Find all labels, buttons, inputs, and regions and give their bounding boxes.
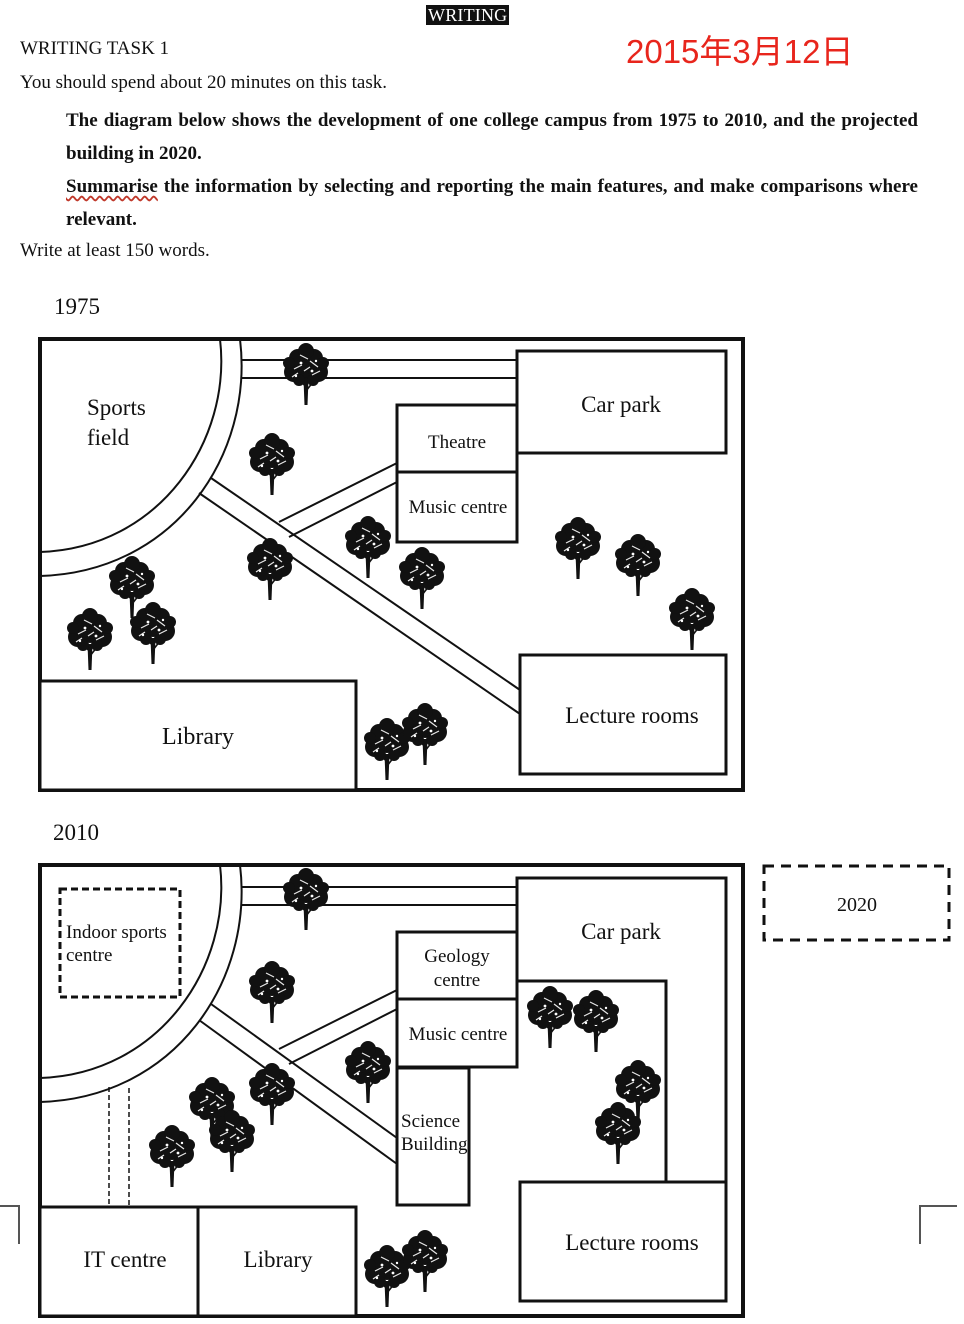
geology-centre-2010 bbox=[395, 930, 519, 1001]
theatre-label-1975: Theatre bbox=[428, 432, 486, 453]
car-park-label-2010: Car park bbox=[581, 919, 661, 944]
word-count-instruction: Write at least 150 words. bbox=[20, 240, 210, 261]
lecture-rooms-label-1975: Lecture rooms bbox=[565, 703, 699, 728]
page-corner-mark-right bbox=[919, 1205, 957, 1244]
theatre-1975 bbox=[395, 403, 519, 474]
campus-map-2010: Indoor sports centre Car park Geology ce… bbox=[38, 863, 745, 1318]
lecture-rooms-1975 bbox=[518, 653, 728, 776]
prompt-rest: the information by selecting and reporti… bbox=[66, 176, 918, 230]
it-centre-label-2010: IT centre bbox=[83, 1247, 166, 1272]
year-label-2010: 2010 bbox=[53, 820, 99, 845]
year-label-2020: 2020 bbox=[837, 894, 877, 916]
roads-2010 bbox=[198, 989, 398, 1165]
sports-field-label-2: field bbox=[87, 425, 130, 450]
car-park-label-1975: Car park bbox=[581, 392, 661, 417]
projection-2020-box bbox=[762, 864, 951, 942]
indoor-sports-centre-2010 bbox=[58, 887, 182, 999]
music-centre-2010 bbox=[395, 997, 519, 1069]
library-label-1975: Library bbox=[162, 724, 234, 750]
year-label-1975: 1975 bbox=[54, 294, 100, 319]
music-centre-label-2010: Music centre bbox=[409, 1024, 508, 1045]
exam-date: 2015年3月12日 bbox=[626, 33, 854, 70]
lecture-rooms-2010 bbox=[518, 1180, 728, 1303]
task-prompt: The diagram below shows the development … bbox=[66, 104, 918, 236]
roads-1975 bbox=[198, 462, 521, 715]
time-instruction: You should spend about 20 minutes on thi… bbox=[20, 72, 388, 93]
campus-boundary-2010 bbox=[38, 863, 745, 1318]
science-label-2: Building bbox=[401, 1134, 468, 1155]
page-corner-mark-left bbox=[0, 1205, 20, 1244]
library-1975 bbox=[38, 679, 358, 792]
music-centre-label-1975: Music centre bbox=[409, 497, 508, 518]
task-title: WRITING TASK 1 bbox=[20, 38, 170, 59]
music-centre-1975 bbox=[395, 470, 519, 544]
prompt-paragraph-1: The diagram below shows the development … bbox=[66, 110, 918, 164]
library-label-2010: Library bbox=[244, 1247, 313, 1272]
geology-label-2: centre bbox=[434, 970, 480, 991]
geology-label-1: Geology bbox=[424, 946, 490, 967]
sports-field-edge bbox=[39, 338, 223, 553]
prompt-paragraph-2: Summarise the information by selecting a… bbox=[66, 170, 918, 236]
lecture-rooms-label-2010: Lecture rooms bbox=[565, 1230, 699, 1255]
science-building-2010 bbox=[395, 1066, 471, 1207]
library-2010 bbox=[196, 1205, 358, 1318]
campus-boundary-1975 bbox=[38, 337, 745, 792]
writing-header-tag: WRITING bbox=[426, 5, 510, 25]
sports-field-label-1: Sports bbox=[87, 395, 146, 420]
science-label-1: Science bbox=[401, 1111, 460, 1132]
campus-map-1975: Sports field Car park Theatre Music cent… bbox=[38, 337, 745, 792]
indoor-sports-label-2: centre bbox=[66, 945, 112, 966]
prompt-keyword: Summarise bbox=[66, 176, 158, 197]
sports-field-path bbox=[39, 338, 243, 577]
it-centre-2010 bbox=[38, 1205, 200, 1318]
indoor-sports-label-1: Indoor sports bbox=[66, 922, 167, 943]
projection-2020: 2020 bbox=[762, 864, 951, 942]
car-park-1975 bbox=[515, 349, 728, 455]
